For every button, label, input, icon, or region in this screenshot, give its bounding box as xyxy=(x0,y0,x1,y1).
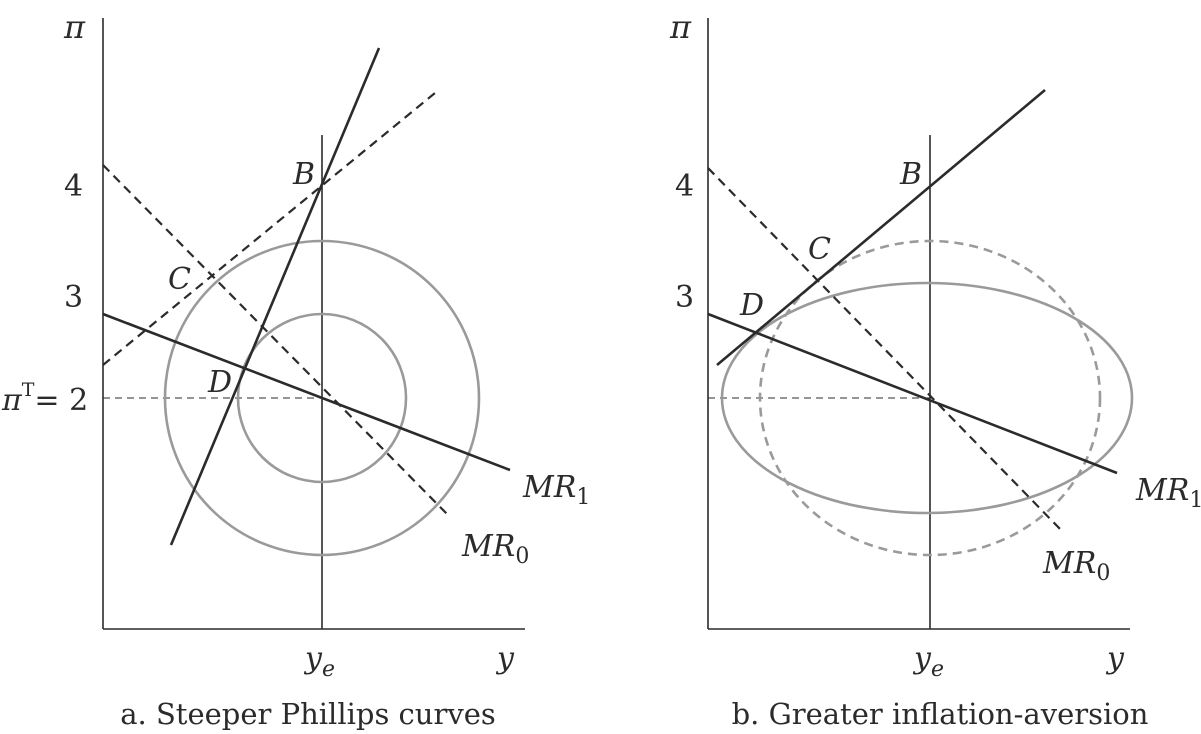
panel-a-mr0-sub: 0 xyxy=(515,544,529,569)
panel-a-point-b: B xyxy=(292,157,315,192)
panel-a-inner-loss-circle xyxy=(236,312,408,484)
panel-a-flat-phillips-curve xyxy=(102,92,436,366)
panel-b-y-axis-label: π xyxy=(669,8,692,46)
panel-a: π 4 3 πT= 2 B C D MR1 MR0 ye y a. Steepe… xyxy=(1,8,590,731)
panel-b-mr0-sub: 0 xyxy=(1096,561,1110,586)
panel-a-caption: a. Steeper Phillips curves xyxy=(120,697,496,731)
panel-a-mr1-label: MR1 xyxy=(522,470,590,510)
panel-a-ye-sub: e xyxy=(322,657,335,682)
panel-b-point-b: B xyxy=(899,157,922,192)
panel-a-point-c: C xyxy=(168,262,191,297)
panel-a-target-sup: T xyxy=(22,379,35,401)
panel-b-tick-3: 3 xyxy=(675,280,694,315)
panel-a-mr1-main: MR xyxy=(522,470,576,505)
panel-b-mr1-label: MR1 xyxy=(1135,473,1201,513)
panel-a-mr0-main: MR xyxy=(461,529,515,564)
panel-b-mr1-main: MR xyxy=(1135,473,1189,508)
panel-b-mr0-label: MR0 xyxy=(1042,546,1110,586)
panel-b-point-d: D xyxy=(739,288,764,323)
panel-b-ye-label: ye xyxy=(912,641,944,682)
panel-a-mr1-sub: 1 xyxy=(576,485,590,510)
panel-a-mr0-line xyxy=(102,164,448,515)
panel-a-tick-4: 4 xyxy=(64,169,83,204)
panel-a-outer-loss-circle xyxy=(163,239,481,557)
panel-a-mr1-line xyxy=(102,312,511,472)
panel-b-inflation-averse-loss-ellipse xyxy=(720,281,1134,515)
panel-b-caption: b. Greater inflation-aversion xyxy=(732,697,1149,731)
panel-a-steep-phillips-curve xyxy=(169,47,381,546)
panel-b-original-loss-circle xyxy=(758,239,1102,557)
panel-a-y-axis-label: π xyxy=(63,8,86,46)
panel-a-tick-3: 3 xyxy=(64,280,83,315)
panel-a-mr0-label: MR0 xyxy=(461,529,529,569)
panel-a-ye-main: y xyxy=(303,641,323,676)
panel-b-x-axis-label: y xyxy=(1105,641,1125,676)
panel-a-ye-label: ye xyxy=(303,641,335,682)
panel-b-ye-sub: e xyxy=(931,657,944,682)
panel-a-target-pi: π xyxy=(1,383,23,418)
panel-b-mr0-main: MR xyxy=(1042,546,1096,581)
panel-b-mr1-sub: 1 xyxy=(1189,488,1201,513)
panel-a-point-d: D xyxy=(207,365,232,400)
panel-a-x-axis-label: y xyxy=(495,641,515,676)
panel-b-mr0-line xyxy=(707,167,1063,532)
panel-b-point-c: C xyxy=(808,232,831,267)
panel-a-target-rest: = 2 xyxy=(34,383,88,418)
panel-b-phillips-curve xyxy=(716,89,1046,366)
panel-a-target-label: πT= 2 xyxy=(1,379,88,418)
panel-b-mr1-line xyxy=(707,312,1118,475)
panel-b-tick-4: 4 xyxy=(675,169,694,204)
panel-b-ye-main: y xyxy=(912,641,932,676)
panel-b: π 4 3 B C D MR1 MR0 ye y b. Greater infl… xyxy=(669,8,1201,731)
